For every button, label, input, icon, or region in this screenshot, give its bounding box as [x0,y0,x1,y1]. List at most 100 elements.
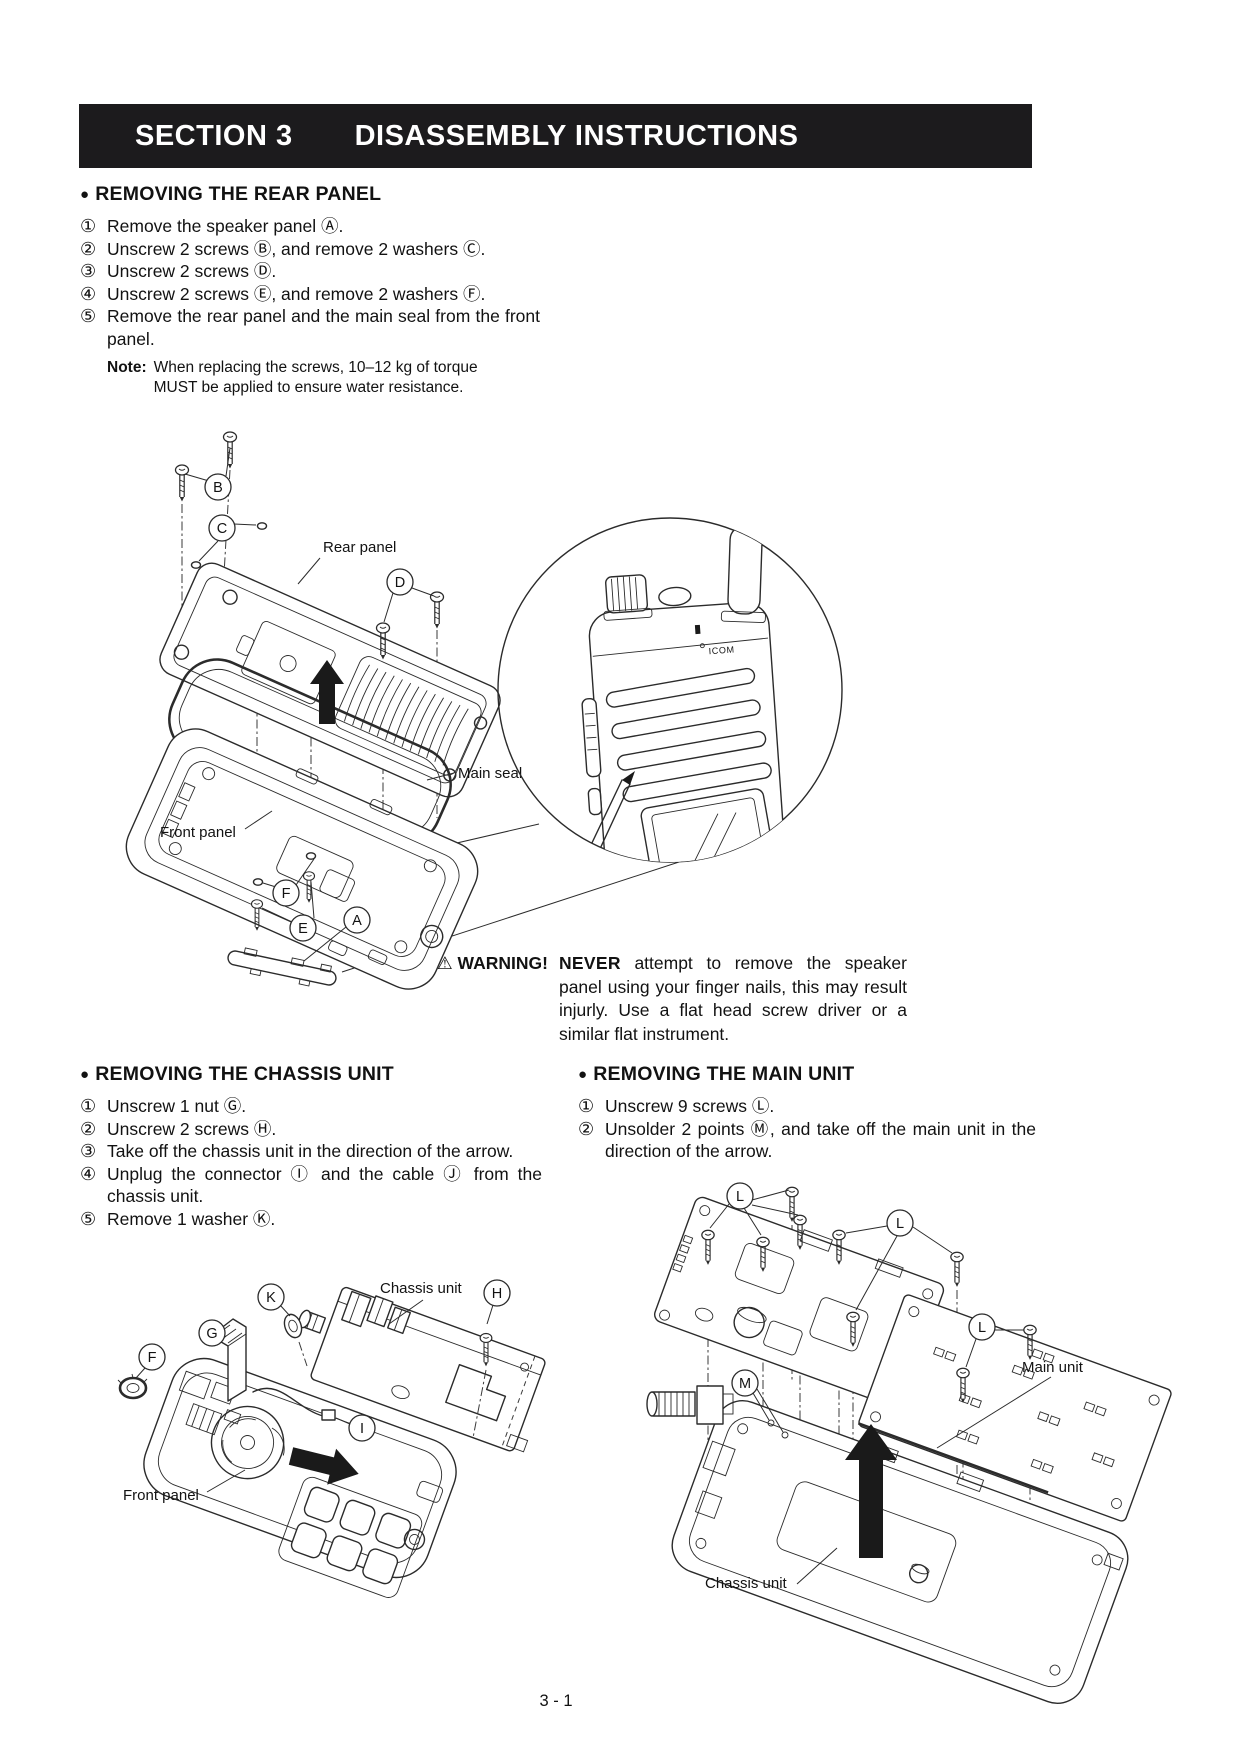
warning-block: ⚠ WARNING! NEVER attempt to remove the s… [437,952,907,1046]
step-text: Remove 1 washer Ⓚ. [107,1208,276,1229]
step-number: ④ [80,283,97,304]
step-number: ① [578,1096,595,1116]
svg-text:E: E [298,921,308,937]
arrow-up-icon [310,660,344,724]
step-text: Unplug the connector Ⓘ and the cable Ⓙ f… [107,1163,542,1207]
step-number: ① [80,1096,97,1116]
step-item: ③ Take off the chassis unit in the direct… [80,1140,542,1163]
radio-inset: ICOM [497,517,843,863]
svg-text:ICOM: ICOM [708,644,735,656]
part-label-f: F [262,858,315,907]
note-text: When replacing the screws, 10–12 kg of t… [153,358,478,397]
step-item: ② Unscrew 2 screws Ⓑ, and remove 2 washer… [80,238,540,261]
svg-text:Front panel: Front panel [123,1487,199,1504]
step-number: ② [578,1118,595,1139]
step-text: Unscrew 2 screws Ⓑ, and remove 2 washers… [107,238,486,259]
svg-text:Rear panel: Rear panel [323,539,396,556]
part-label-main-seal: Main seal [426,765,522,782]
washer-icon [256,522,268,530]
part-label-d: D [383,568,435,623]
svg-text:L: L [736,1189,744,1205]
coax-connector [646,1385,789,1439]
smd-pads [933,1346,1115,1474]
step-item: ② Unscrew 2 screws Ⓗ. [80,1118,542,1141]
part-label-f: F [135,1343,166,1379]
step-text: Unscrew 1 nut Ⓖ. [107,1096,247,1116]
screw-icon [174,464,190,503]
part-label-i: I [335,1414,376,1442]
svg-text:L: L [896,1216,904,1232]
step-text: Unscrew 2 screws Ⓗ. [107,1118,277,1139]
svg-text:K: K [266,1290,276,1306]
arrow-up-icon [845,1424,897,1558]
step-text: Unscrew 2 screws Ⓔ, and remove 2 washers… [107,283,486,304]
step-number: ⑤ [80,306,97,327]
chassis-unit-part [298,1286,546,1453]
part-label-g: G [198,1319,227,1347]
step-number: ② [80,1118,97,1139]
note: Note: When replacing the screws, 10–12 k… [80,358,540,399]
step-item: ④ Unscrew 2 screws Ⓔ, and remove 2 washer… [80,283,540,306]
section-heading: ●REMOVING THE MAIN UNIT [578,1063,855,1085]
connector-cable [252,1387,336,1421]
svg-text:I: I [360,1421,364,1437]
chassis-removal-diagram: K G F I H Chassis unit Front panel [95,1240,546,1598]
step-number: ① [80,216,97,236]
section-heading: ●REMOVING THE REAR PANEL [80,183,382,205]
step-item: ① Unscrew 1 nut Ⓖ. [80,1095,542,1118]
rear-panel-exploded-diagram: B C D F E A Rear panel Main seal [125,412,910,990]
part-label-l3: L [965,1313,1024,1368]
svg-text:M: M [739,1376,751,1392]
svg-text:B: B [213,480,223,496]
svg-text:L: L [978,1320,986,1336]
assembly-axis-line [298,1341,308,1367]
step-text: Unscrew 9 screws Ⓛ. [605,1096,775,1116]
part-label-m: M [731,1369,784,1433]
step-text: Unsolder 2 points Ⓜ, and take off the ma… [605,1118,1036,1162]
step-text: Take off the chassis unit in the directi… [107,1141,514,1162]
note-label: Note: [107,358,147,376]
part-label-a: A [303,906,371,962]
speaker-panel-part [227,947,337,987]
screw-icon [429,591,445,630]
step-list: ① Remove the speaker panel Ⓐ. ② Unscrew 2 … [80,215,540,351]
speaker-grille [605,667,772,803]
step-text: Remove the speaker panel Ⓐ. [107,216,344,236]
washer-icon [305,852,317,860]
main-unit-removal-diagram: L L L M Main unit Chassis unit [605,1180,1240,1704]
section-header-bar: SECTION 3 DISASSEMBLY INSTRUCTIONS [79,104,1032,168]
part-label-l2: L [845,1209,953,1311]
step-number: ④ [80,1163,97,1184]
svg-text:F: F [148,1350,157,1366]
section-title: DISASSEMBLY INSTRUCTIONS [354,119,799,152]
part-label-k: K [257,1283,291,1317]
step-list: ① Unscrew 1 nut Ⓖ. ② Unscrew 2 screws Ⓗ. ③… [80,1095,542,1231]
heading-bullet: ● [578,1066,588,1083]
part-label-chassis-unit: Chassis unit [705,1547,838,1592]
step-number: ⑤ [80,1208,97,1229]
svg-text:D: D [395,575,405,591]
step-item: ① Remove the speaker panel Ⓐ. [80,215,540,238]
step-number: ③ [80,1141,97,1162]
step-item: ④ Unplug the connector Ⓘ and the cable Ⓙ … [80,1163,542,1208]
svg-text:C: C [217,521,227,537]
svg-text:Front panel: Front panel [160,824,236,841]
part-label-e: E [261,881,317,942]
step-number: ② [80,238,97,259]
part-label-rear-panel: Rear panel [297,539,396,585]
grommet-icon [117,1373,148,1400]
heading-bullet: ● [80,1066,90,1083]
section-heading: ●REMOVING THE CHASSIS UNIT [80,1063,394,1085]
step-item: ① Unscrew 9 screws Ⓛ. [578,1095,1036,1118]
step-number: ③ [80,261,97,282]
part-label-chassis-unit: Chassis unit [380,1280,463,1325]
chassis-unit-tray-part [671,1400,1129,1704]
svg-text:G: G [206,1326,217,1342]
part-label-main-unit: Main unit [936,1359,1084,1449]
svg-text:Main seal: Main seal [458,765,522,782]
svg-text:Main unit: Main unit [1022,1359,1084,1376]
part-label-front-panel: Front panel [123,1469,246,1504]
part-label-l1: L [709,1182,799,1236]
